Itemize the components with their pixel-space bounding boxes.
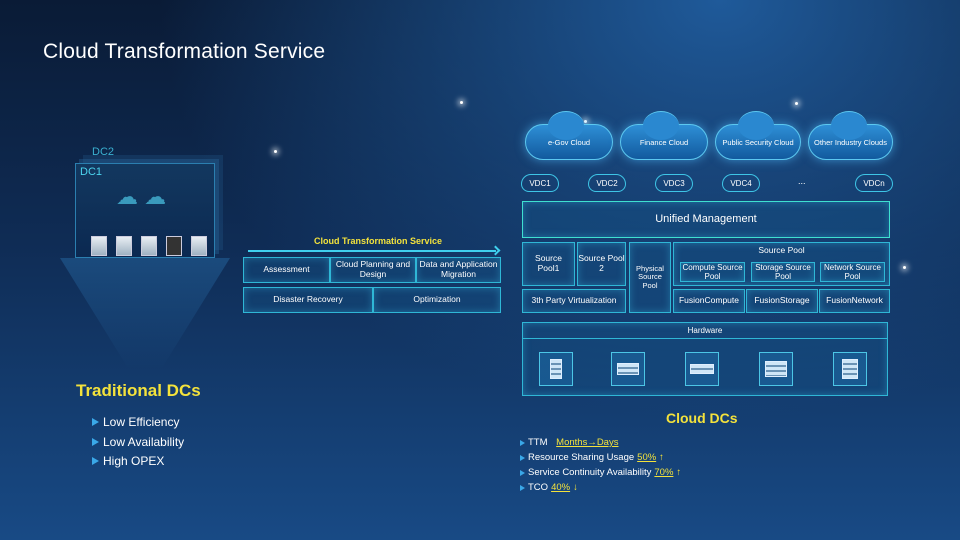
star: [274, 150, 277, 153]
star: [584, 120, 587, 123]
physical-source-pool: Physical Source Pool: [629, 242, 671, 313]
cloud-other-industry: Other Industry Clouds: [808, 111, 893, 160]
fusion-storage: FusionStorage: [746, 289, 818, 313]
vdc-3: VDC3: [655, 174, 693, 192]
vdc-ellipsis: ...: [798, 176, 806, 186]
page-title: Cloud Transformation Service: [43, 40, 326, 63]
vdc-4: VDC4: [722, 174, 760, 192]
cloud-dcs-heading: Cloud DCs: [666, 410, 738, 426]
network-source-pool: Network Source Pool: [820, 262, 885, 282]
vdc-1: VDC1: [521, 174, 559, 192]
fusion-compute: FusionCompute: [673, 289, 745, 313]
cloud-finance: Finance Cloud: [620, 111, 708, 160]
switch-icon: [685, 352, 719, 386]
planning-box: Cloud Planning and Design: [330, 257, 416, 283]
arrowhead-icon: [490, 245, 501, 256]
benefit-item: TTM Months→Days: [520, 437, 618, 448]
assessment-box: Assessment: [243, 257, 330, 283]
storage-icon: [611, 352, 645, 386]
funnel: [60, 258, 230, 368]
star: [903, 266, 906, 269]
rack-server-icon: [759, 352, 793, 386]
service-label: Cloud Transformation Service: [314, 236, 443, 246]
fusion-network: FusionNetwork: [819, 289, 890, 313]
star: [795, 102, 798, 105]
vdc-2: VDC2: [588, 174, 626, 192]
third-party-virtualization: 3th Party Virtualization: [522, 289, 626, 313]
dc2-label: DC2: [92, 146, 115, 158]
cloud-public-security: Public Security Cloud: [715, 111, 801, 160]
source-pool-2: Source Pool 2: [577, 242, 626, 286]
dc1-label: DC1: [80, 166, 103, 178]
server-icons: [91, 236, 207, 256]
tower-server-icon: [833, 352, 867, 386]
hardware-label: Hardware: [523, 323, 887, 340]
dc-panel: DC1 ☁ ☁: [75, 163, 215, 258]
optimization-box: Optimization: [373, 287, 501, 313]
bullet-item: High OPEX: [92, 454, 164, 468]
bullet-item: Low Efficiency: [92, 415, 179, 429]
cloud-network-icon: ☁ ☁: [116, 184, 167, 209]
source-pool-1: Source Pool1: [522, 242, 575, 286]
cloud-egov: e-Gov Cloud: [525, 111, 613, 160]
storage-source-pool: Storage Source Pool: [751, 262, 815, 282]
arrow-icon: [248, 250, 496, 252]
source-pool: Source Pool: [673, 242, 890, 286]
vdc-n: VDCn: [855, 174, 893, 192]
unified-management: Unified Management: [522, 201, 890, 238]
traditional-dcs-heading: Traditional DCs: [76, 381, 201, 400]
migration-box: Data and Application Migration: [416, 257, 501, 283]
bullet-item: Low Availability: [92, 435, 184, 449]
star: [460, 101, 463, 104]
server-icon: [539, 352, 573, 386]
disaster-recovery-box: Disaster Recovery: [243, 287, 373, 313]
compute-source-pool: Compute Source Pool: [680, 262, 745, 282]
